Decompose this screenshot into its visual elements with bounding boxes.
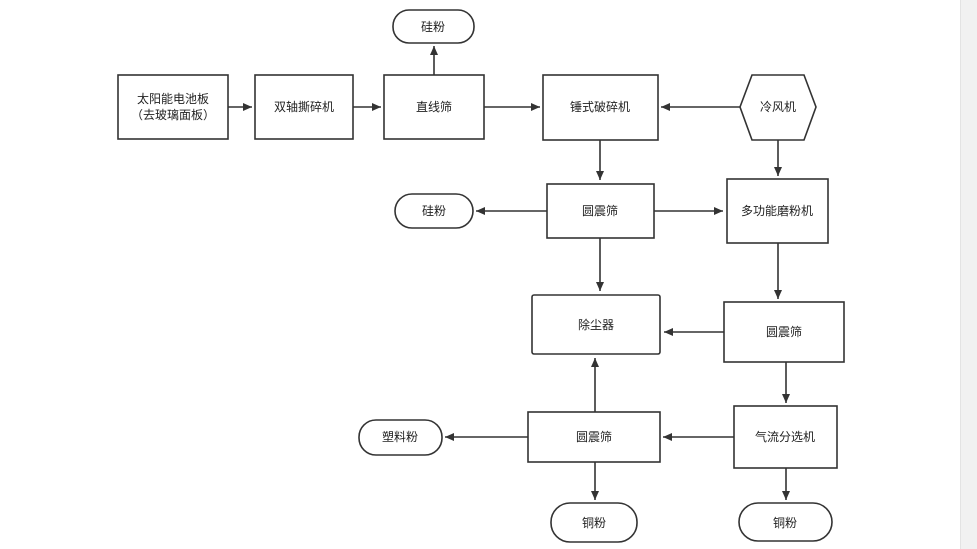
nodes: 太阳能电池板 （去玻璃面板） 双轴撕碎机 直线筛 硅粉 锤式破碎机 冷风机 硅粉 — [117, 9, 845, 543]
node-cold-air-label: 冷风机 — [760, 100, 796, 114]
node-solar-panel-line-2: （去玻璃面板） — [131, 108, 215, 122]
node-silicon-mid-label: 硅粉 — [422, 204, 446, 218]
edges — [228, 46, 790, 500]
node-solar-panel-line-1: 太阳能电池板 — [137, 91, 209, 106]
node-shredder-label: 双轴撕碎机 — [274, 99, 334, 114]
node-copper-right: 铜粉 — [738, 502, 833, 542]
node-vib-screen-3-label: 圆震筛 — [576, 429, 612, 444]
node-vib-screen-1-label: 圆震筛 — [582, 203, 618, 218]
node-cold-air: 冷风机 — [739, 74, 817, 141]
node-vib-screen-2: 圆震筛 — [723, 301, 845, 363]
node-mill-label: 多功能磨粉机 — [741, 204, 813, 218]
node-silicon-mid: 硅粉 — [394, 193, 474, 229]
node-vib-screen-2-label: 圆震筛 — [766, 324, 802, 339]
node-linear-screen: 直线筛 — [383, 74, 485, 140]
node-air-classifier-label: 气流分选机 — [755, 429, 815, 444]
node-dust-collector: 除尘器 — [531, 294, 661, 355]
node-shredder: 双轴撕碎机 — [254, 74, 354, 140]
node-air-classifier: 气流分选机 — [733, 405, 838, 469]
node-dust-collector-label: 除尘器 — [578, 317, 614, 332]
node-copper-left: 铜粉 — [550, 502, 638, 543]
node-vib-screen-3: 圆震筛 — [527, 411, 661, 463]
node-plastic-powder-label: 塑料粉 — [382, 429, 418, 444]
node-solar-panel: 太阳能电池板 （去玻璃面板） — [117, 74, 229, 140]
node-silicon-top-label: 硅粉 — [421, 20, 445, 34]
node-silicon-top: 硅粉 — [392, 9, 475, 44]
node-hammer-crusher-label: 锤式破碎机 — [570, 99, 630, 114]
node-vib-screen-1: 圆震筛 — [546, 183, 655, 239]
node-linear-screen-label: 直线筛 — [416, 99, 452, 114]
vertical-scrollbar[interactable] — [960, 0, 977, 549]
node-mill: 多功能磨粉机 — [726, 178, 829, 244]
node-plastic-powder: 塑料粉 — [358, 419, 443, 456]
node-copper-right-label: 铜粉 — [773, 515, 797, 530]
node-copper-left-label: 铜粉 — [582, 515, 606, 530]
node-hammer-crusher: 锤式破碎机 — [542, 74, 659, 141]
